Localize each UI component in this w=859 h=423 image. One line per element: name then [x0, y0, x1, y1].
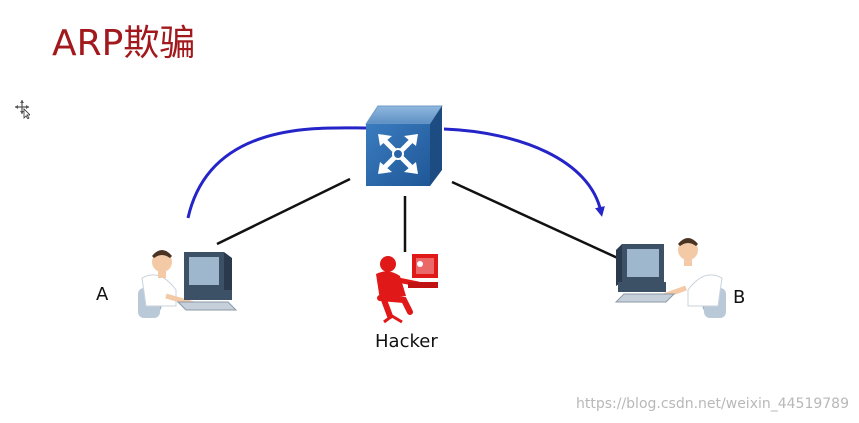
move-cursor-icon	[14, 99, 31, 124]
node-label-hacker: Hacker	[375, 331, 438, 352]
arp-flow-arc-right	[443, 127, 605, 217]
link-router-b	[451, 180, 623, 262]
user-a-computer-icon	[138, 250, 238, 318]
page-title: ARP欺骗	[52, 23, 196, 64]
arp-flow-arc	[186, 126, 367, 219]
hacker-icon	[376, 254, 438, 324]
user-b-computer-icon	[614, 238, 726, 318]
router-icon	[365, 105, 443, 186]
link-a-router	[216, 177, 351, 246]
node-label-a: A	[96, 284, 109, 305]
watermark: https://blog.csdn.net/weixin_44519789	[575, 396, 849, 412]
node-label-b: B	[733, 287, 746, 308]
